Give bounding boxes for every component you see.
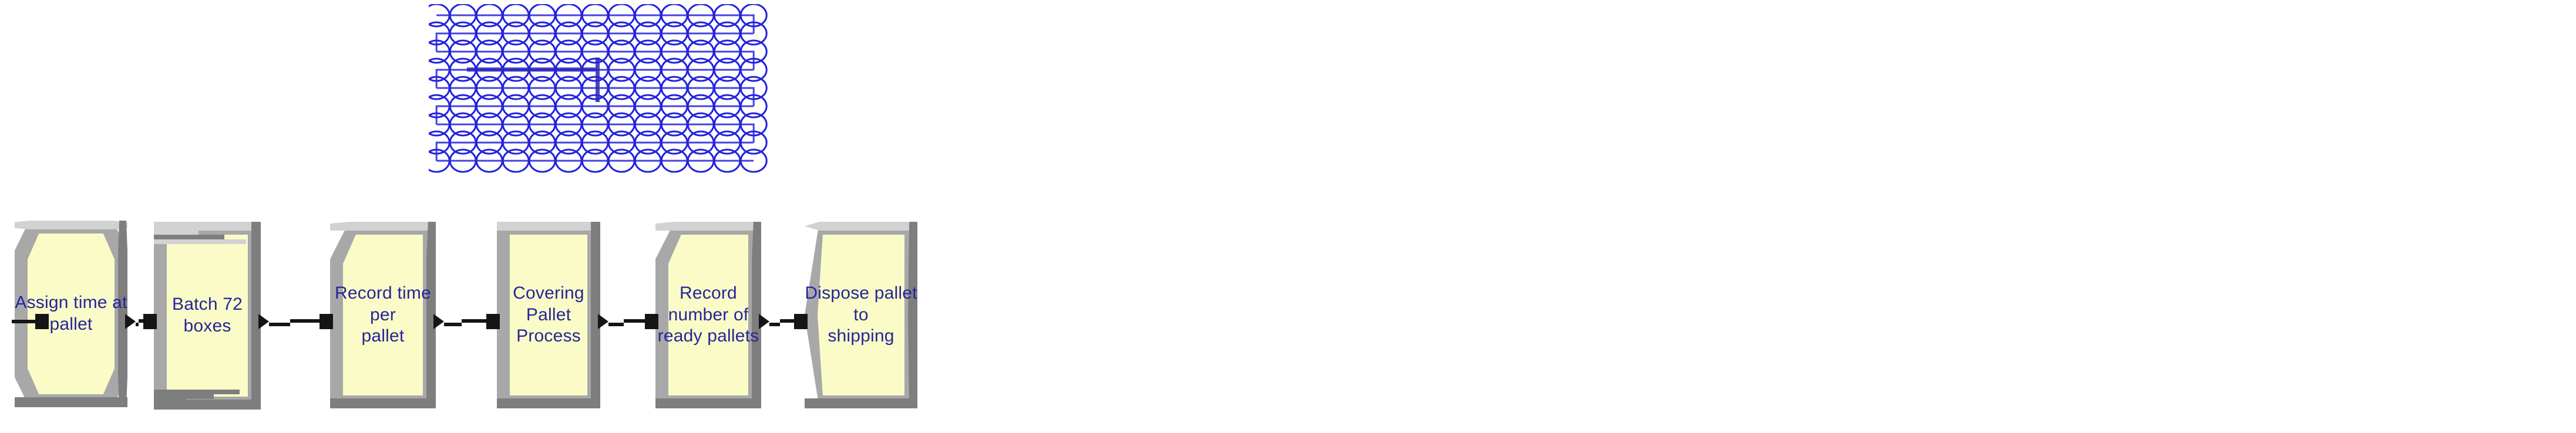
block-bevel-right-record-number-of-ready-pallets — [752, 222, 761, 408]
queue-entity-slot — [739, 4, 768, 28]
connector-exit-arrow-record-time-to-process[interactable] — [433, 314, 444, 329]
connector-segment-record-time-to-process-a[interactable] — [444, 323, 462, 326]
block-bevel-right-covering-pallet-process — [591, 222, 600, 408]
connector-segment-entry-stub[interactable] — [12, 320, 44, 323]
block-face-dispose-pallet-to-shipping — [818, 235, 904, 395]
connector-entry-port-entry-stub[interactable] — [35, 314, 49, 329]
connector-segment-record-num-to-dispose-b[interactable] — [780, 319, 794, 323]
connector-exit-arrow-assign-to-batch[interactable] — [125, 314, 136, 329]
block-face-covering-pallet-process — [510, 235, 587, 395]
queue-entity-slot — [739, 76, 768, 100]
connector-entry-port-record-num-to-dispose[interactable] — [794, 314, 808, 329]
connector-segment-assign-to-batch-b[interactable] — [139, 319, 143, 323]
block-face-record-number-of-ready-pallets — [668, 235, 748, 395]
flow-block-dispose-pallet-to-shipping[interactable]: Dispose pallet to shipping — [805, 222, 917, 408]
flow-block-covering-pallet-process[interactable]: Covering Pallet Process — [497, 222, 600, 408]
connector-segment-batch-to-record-time-a[interactable] — [269, 323, 290, 326]
block-bevel-right-batch-72-boxes — [251, 222, 261, 410]
block-bevel-top-record-number-of-ready-pallets — [655, 222, 761, 231]
block-stack-edge-batch-72-boxes-0 — [154, 230, 199, 236]
connector-segment-process-to-record-num-b[interactable] — [624, 319, 645, 323]
queue-entity-slot — [739, 112, 768, 137]
connector-entry-port-record-time-to-process[interactable] — [486, 314, 500, 329]
connector-segment-assign-to-batch-a[interactable] — [136, 323, 139, 326]
block-bevel-bottom-dispose-pallet-to-shipping — [805, 398, 917, 408]
queue-entity-slot — [739, 148, 768, 173]
queue-entity-slot — [739, 130, 768, 155]
connector-exit-arrow-process-to-record-num[interactable] — [598, 314, 608, 329]
block-bevel-bottom-assign-time-at-pallet — [15, 397, 127, 407]
connector-segment-process-to-record-num-a[interactable] — [608, 323, 624, 326]
block-bevel-top-record-time-per-pallet — [330, 222, 436, 231]
queue-entity-slot — [739, 94, 768, 119]
connector-segment-record-time-to-process-b[interactable] — [462, 319, 486, 323]
block-bevel-top-covering-pallet-process — [497, 222, 600, 231]
block-bevel-top-dispose-pallet-to-shipping — [805, 222, 917, 231]
connector-exit-arrow-batch-to-record-time[interactable] — [258, 314, 269, 329]
block-bevel-bottom-record-time-per-pallet — [330, 398, 436, 408]
block-bevel-bottom-record-number-of-ready-pallets — [655, 398, 761, 408]
block-bevel-top-batch-72-boxes — [154, 222, 261, 231]
flow-block-record-number-of-ready-pallets[interactable]: Record number of ready pallets — [655, 222, 761, 408]
connector-segment-batch-to-record-time-b[interactable] — [290, 319, 320, 323]
block-bevel-right-dispose-pallet-to-shipping — [908, 222, 917, 408]
flow-block-batch-72-boxes[interactable]: Batch 72 boxes — [154, 222, 261, 410]
queue-line-end-cap — [596, 57, 600, 102]
block-stack-edge-bottom-batch-72-boxes-0 — [154, 399, 186, 404]
connector-entry-port-batch-to-record-time[interactable] — [320, 314, 333, 329]
queue-entity-slot — [739, 21, 768, 46]
connector-segment-record-num-to-dispose-a[interactable] — [769, 323, 780, 326]
block-stack-edge-batch-72-boxes-2 — [154, 239, 246, 244]
block-bevel-right-record-time-per-pallet — [426, 222, 436, 408]
block-stack-edge-bottom-batch-72-boxes-1 — [154, 394, 214, 399]
connector-entry-port-assign-to-batch[interactable] — [143, 314, 157, 329]
block-face-batch-72-boxes — [167, 235, 248, 397]
connector-entry-port-process-to-record-num[interactable] — [645, 314, 658, 329]
connector-exit-arrow-record-num-to-dispose[interactable] — [759, 314, 769, 329]
batch-queue-animation-grid[interactable] — [429, 4, 785, 190]
block-stack-edge-bottom-batch-72-boxes-2 — [154, 390, 240, 394]
queue-entity-slot — [739, 39, 768, 64]
block-bevel-top-assign-time-at-pallet — [15, 221, 127, 229]
flow-block-assign-time-at-pallet[interactable]: Assign time at pallet — [15, 221, 127, 407]
block-bevel-right-assign-time-at-pallet — [118, 221, 127, 407]
block-face-record-time-per-pallet — [343, 235, 423, 395]
block-stack-edge-batch-72-boxes-1 — [154, 235, 224, 240]
queue-entity-slot — [739, 57, 768, 82]
queue-serpentine-path — [435, 14, 755, 162]
flow-block-record-time-per-pallet[interactable]: Record time per pallet — [330, 222, 436, 408]
block-bevel-bottom-covering-pallet-process — [497, 398, 600, 408]
